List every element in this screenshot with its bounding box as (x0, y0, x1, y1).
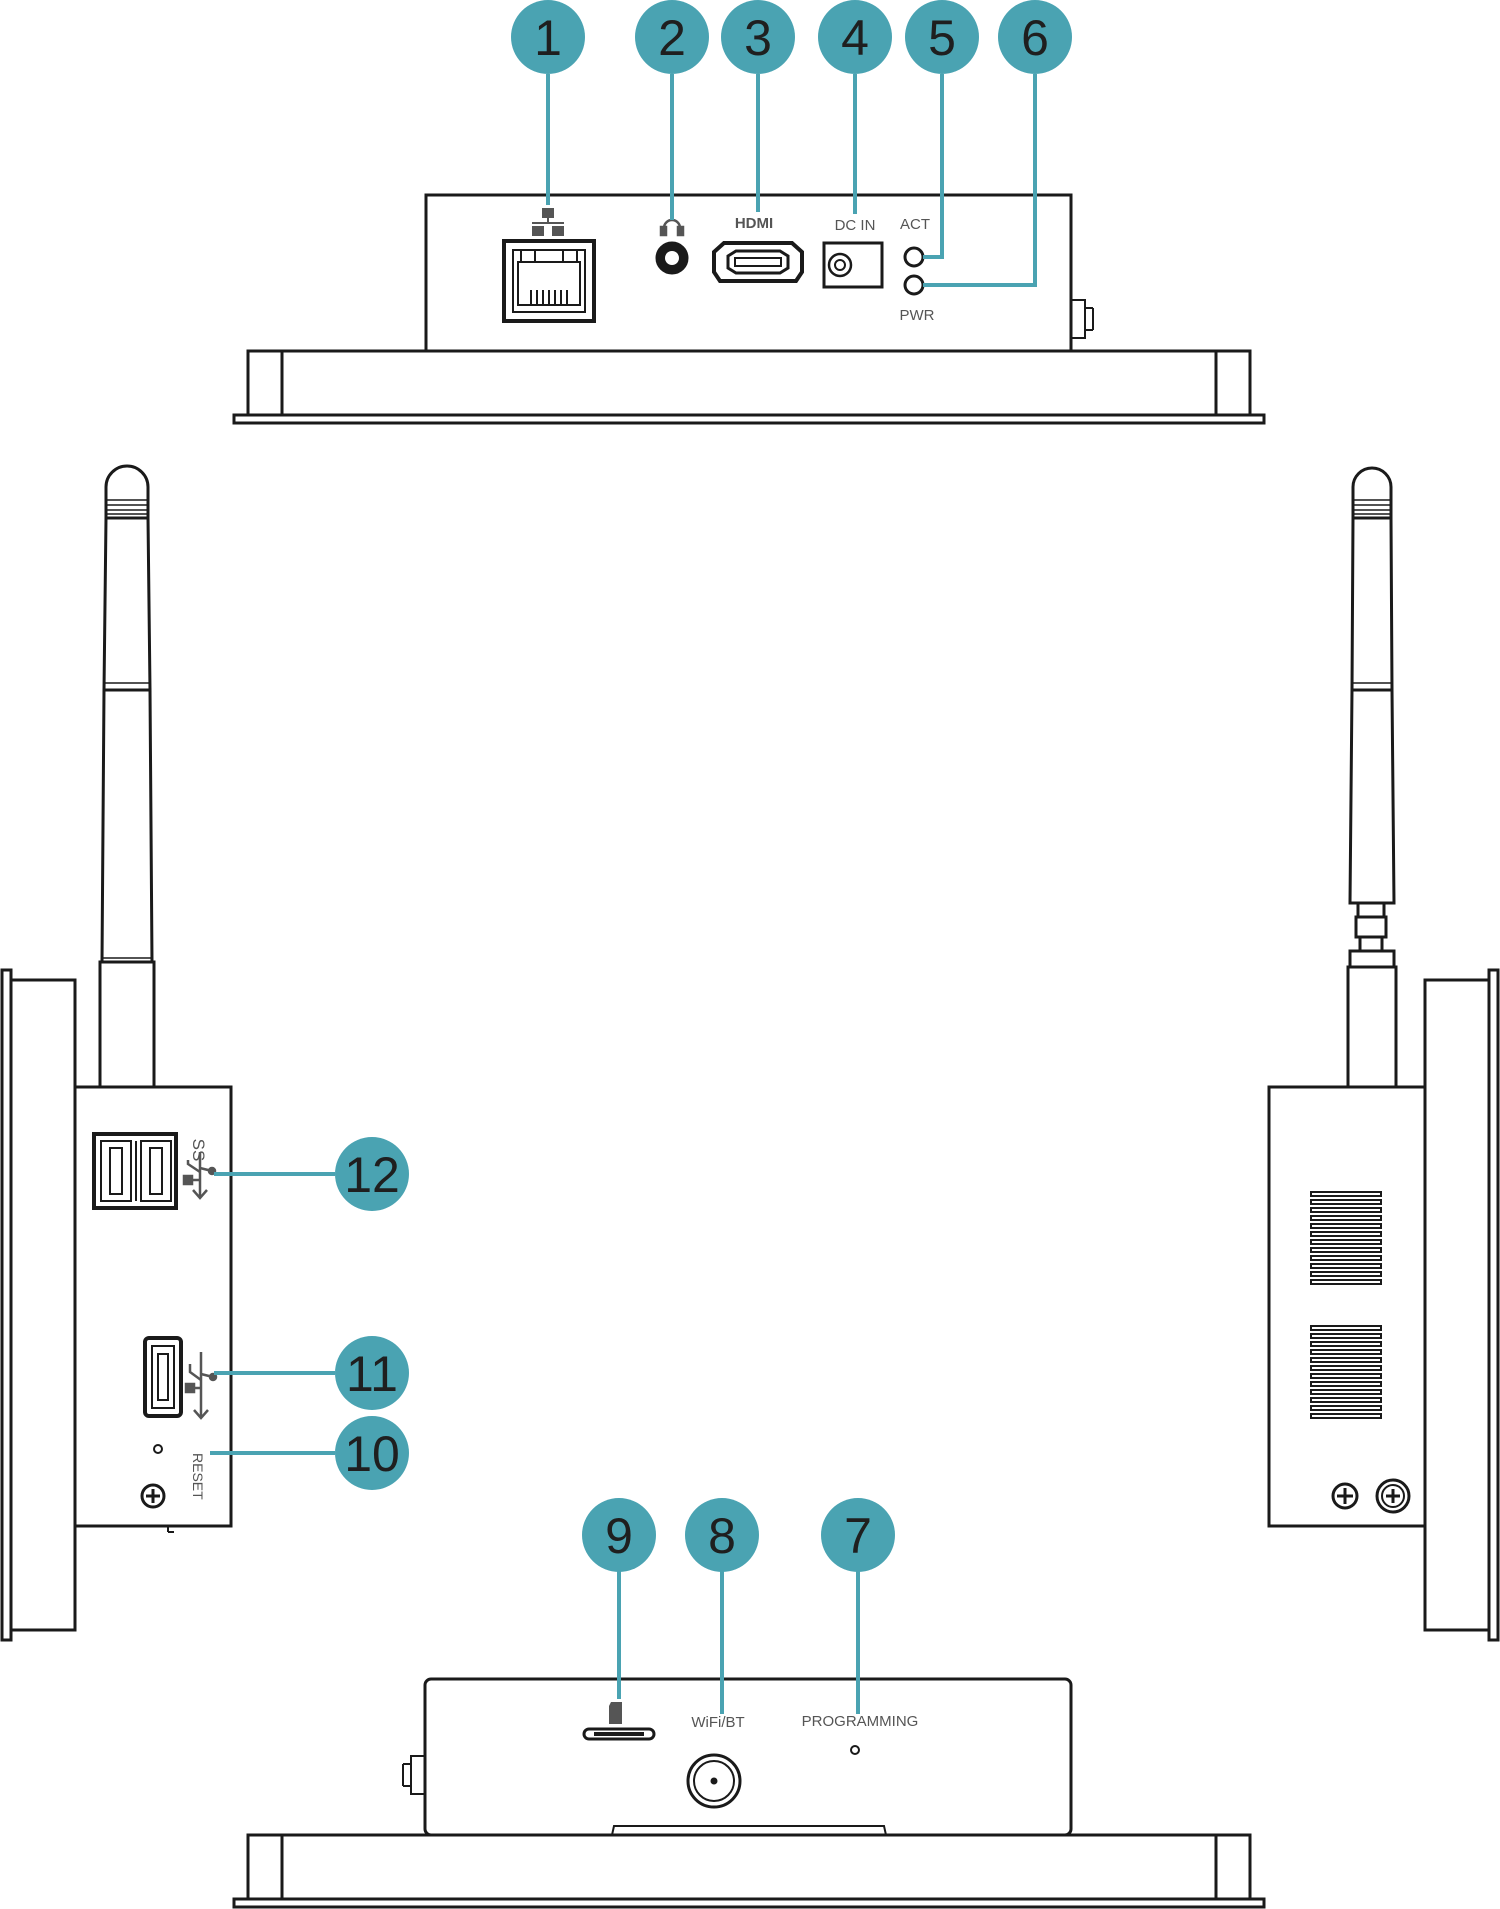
act-label: ACT (900, 216, 930, 233)
callout-8-number: 8 (708, 1508, 736, 1564)
vent-grille-upper (1310, 1191, 1382, 1285)
reset-label: RESET (190, 1453, 206, 1500)
usb-icon (182, 1152, 217, 1200)
callout-11-number: 11 (346, 1346, 398, 1402)
right-view (1267, 466, 1500, 1642)
callout-3-number: 3 (744, 10, 772, 66)
ss-label: SS (189, 1139, 208, 1162)
left-bezel (9, 978, 77, 1632)
callout-4: 4 (818, 0, 892, 74)
hdmi-port[interactable] (712, 241, 804, 283)
usb2-port[interactable] (143, 1336, 183, 1418)
callout-12-number: 12 (344, 1147, 400, 1203)
network-icon (532, 208, 564, 236)
callout-6: 6 (998, 0, 1072, 74)
wifi-bt-antenna-connector[interactable] (686, 1753, 742, 1809)
callout-9: 9 (582, 1498, 656, 1572)
callout-2-number: 2 (658, 10, 686, 66)
usb3-ports[interactable] (92, 1132, 178, 1210)
callout-6-number: 6 (1021, 10, 1049, 66)
callout-11: 11 (335, 1336, 409, 1410)
screw-icon (140, 1483, 166, 1509)
hdmi-label: HDMI (735, 215, 773, 232)
vent-grille-lower (1310, 1325, 1382, 1419)
callout-9-number: 9 (605, 1508, 633, 1564)
callout-8: 8 (685, 1498, 759, 1572)
callout-10: 10 (335, 1416, 409, 1490)
callout-5: 5 (905, 0, 979, 74)
right-antenna (1346, 466, 1398, 1089)
microsd-icon (609, 1702, 622, 1724)
bottom-side-knob (410, 1755, 426, 1795)
programming-button[interactable] (850, 1745, 860, 1755)
programming-label: PROGRAMMING (802, 1713, 919, 1730)
callout-5-number: 5 (928, 10, 956, 66)
screw-icon (1331, 1482, 1359, 1510)
left-view (0, 464, 233, 1642)
microsd-slot[interactable] (582, 1727, 656, 1741)
callout-7: 7 (821, 1498, 895, 1572)
top-side-knob (1070, 299, 1086, 339)
callout-1-number: 1 (534, 10, 562, 66)
callout-1: 1 (511, 0, 585, 74)
callout-7-number: 7 (844, 1508, 872, 1564)
usb-icon (184, 1352, 218, 1420)
wifi-bt-label: WiFi/BT (691, 1714, 744, 1731)
callout-leaders (210, 74, 1037, 1714)
headphone-icon (659, 218, 685, 237)
right-bezel (1423, 978, 1491, 1632)
callout-10-number: 10 (344, 1426, 400, 1482)
audio-jack[interactable] (655, 241, 689, 275)
bottom-bezel (246, 1833, 1252, 1901)
top-view (232, 193, 1266, 425)
ethernet-port[interactable] (502, 239, 596, 323)
callout-3: 3 (721, 0, 795, 74)
bottom-housing (423, 1677, 1073, 1837)
callout-12: 12 (335, 1137, 409, 1211)
top-bezel-lip (232, 413, 1266, 425)
reset-button[interactable] (153, 1444, 163, 1454)
top-bezel (246, 349, 1252, 417)
dc-in-port[interactable] (822, 241, 884, 289)
bottom-view (232, 1677, 1266, 1909)
right-housing (1267, 1085, 1427, 1528)
left-antenna (98, 464, 156, 1089)
screw-icon (1375, 1478, 1411, 1514)
callout-2: 2 (635, 0, 709, 74)
callout-4-number: 4 (841, 10, 869, 66)
bottom-bezel-lip (232, 1897, 1266, 1909)
pwr-label: PWR (900, 307, 935, 324)
dc-in-label: DC IN (835, 217, 876, 234)
